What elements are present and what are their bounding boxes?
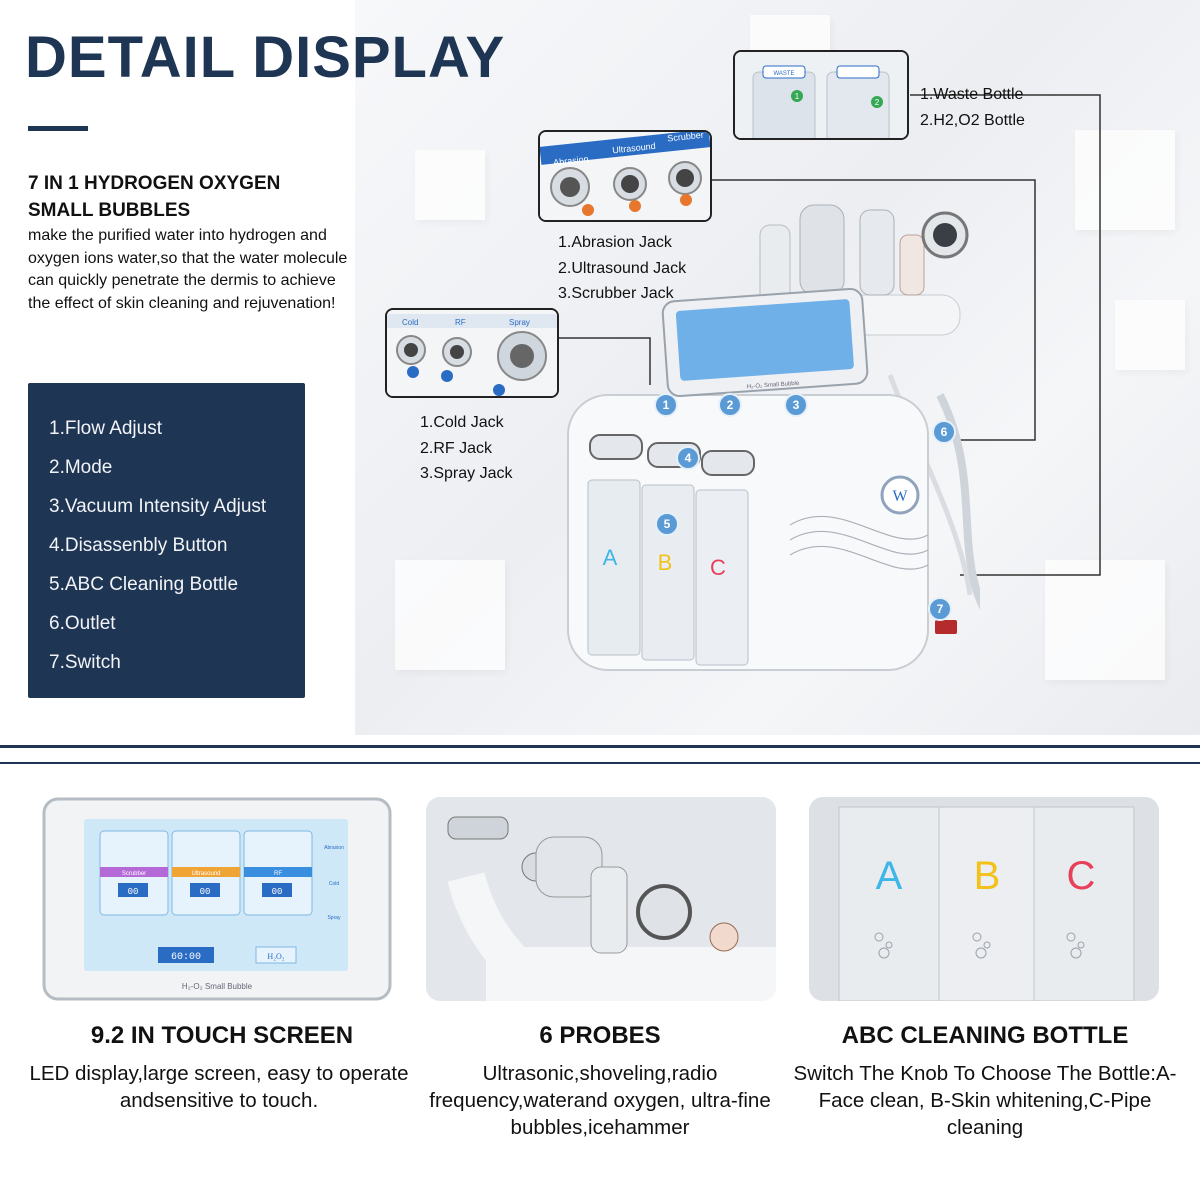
screen-mode-rf: RF [274,871,282,877]
legend-item: 1.Flow Adjust [49,418,162,439]
feature-title-touch-screen: 9.2 IN TOUCH SCREEN [90,1022,354,1049]
label-h2o2-bottle: 2.H2,O2 Bottle [920,111,1025,129]
bg-tile [415,150,485,220]
screen-mode-scrubber: Scrubber [122,871,146,877]
label-waste-bottle: 1.Waste Bottle [920,86,1024,103]
section-divider-top [0,745,1200,748]
subtitle-line-1: 7 IN 1 HYDROGEN OXYGEN [28,173,281,194]
badge-flow-adjust: 1 [654,393,678,417]
legend-item: 2.Mode [49,457,113,478]
label-rf-jack: 2.RF Jack [420,439,493,457]
panel-label-spray: Spray [509,318,530,327]
bottle-letter-a: A [876,854,903,898]
label-spray-jack: 3.Spray Jack [420,465,513,482]
screen-caption: H₂-O₂ Small Bubble [182,982,253,991]
screen-counter: 00 [128,887,139,897]
parts-legend-list: 1.Flow Adjust 2.Mode 3.Vacuum Intensity … [28,383,305,682]
feature-title-probes: 6 PROBES [539,1022,661,1049]
badge-abc-bottle: 5 [655,512,679,536]
badge-vacuum: 3 [784,393,808,417]
connector-line-bottles [910,94,1101,576]
callout-top-jacks: Abrasion Ultrasound Scrubber [538,130,712,222]
badge-disassembly: 4 [676,446,700,470]
subtitle-line-2: SMALL BUBBLES [28,200,191,221]
screen-side-spray: Spray [327,915,341,921]
device-bottle-letter-b: B [658,550,673,575]
left-jacks-closeup: Cold RF Spray [387,310,557,396]
screen-side-abrasion: Abrasion [324,845,344,851]
device-bottle-letter-c: C [710,555,726,580]
product-subtitle: 7 IN 1 HYDROGEN OXYGEN SMALL BUBBLES [28,170,348,224]
label-cold-jack: 1.Cold Jack [420,414,504,431]
badge-outlet: 6 [932,420,956,444]
bg-tile [395,560,505,670]
bottle-letter-b: B [974,854,1001,898]
screen-counter: 00 [200,887,211,897]
device-bottle-letter-a: A [603,545,618,570]
device-screen-caption: H₂-O₂ Small Bubble [747,381,801,391]
screen-timer: 60:00 [171,952,201,963]
badge-mode: 2 [718,393,742,417]
bg-tile [1115,300,1185,370]
label-ultrasound-jack: 2.Ultrasound Jack [558,259,687,277]
screen-counter: 00 [272,887,283,897]
callout-connectors [555,94,1101,576]
feature-image-abc-bottles: A B C [809,797,1159,1001]
legend-item: 5.ABC Cleaning Bottle [49,574,239,595]
feature-desc-probes: Ultrasonic,shoveling,radio frequency,wat… [429,1062,771,1139]
legend-item: 3.Vacuum Intensity Adjust [49,496,267,517]
bg-tile [1045,560,1165,680]
screen-mode-ultrasound: Ultrasound [191,871,220,877]
feature-image-touch-screen: Scrubber Ultrasound RF 00 00 00 Abrasion… [42,797,392,1001]
svg-text:1: 1 [795,92,800,101]
device-illustration: W H₂-O₂ Small Bubble A B C [567,204,980,671]
bottle-letter-c: C [1067,854,1096,898]
device-screen: H₂-O₂ Small Bubble [661,287,869,398]
legend-item: 7.Switch [49,652,121,673]
brand-mark: W [892,488,908,505]
feature-desc-abc-bottle: Switch The Knob To Choose The Bottle:A-F… [793,1062,1177,1139]
panel-label-rf: RF [455,318,466,327]
bg-tile [1075,130,1175,230]
callout-bottles-labels: 1.Waste Bottle 2.H2,O2 Bottle [920,82,1025,133]
bottle-tag-label: WASTE [773,71,794,77]
legend-item: 4.Disassenbly Button [49,535,228,556]
panel-label-ultrasound: Ultrasound [612,141,656,155]
screen-gas: H₂O₂ [267,952,284,961]
bottles-closeup: WASTE 1 2 [735,52,907,138]
connector-line-left-jacks [555,337,651,385]
title-underline [28,126,88,131]
legend-item: 6.Outlet [49,613,116,634]
svg-text:2: 2 [875,98,880,107]
panel-label-abrasion: Abrasion [553,154,589,168]
panel-label-cold: Cold [402,318,418,327]
product-description: make the purified water into hydrogen an… [28,227,348,312]
connector-line-top-jacks [710,179,1036,441]
badge-switch: 7 [928,597,952,621]
label-scrubber-jack: 3.Scrubber Jack [558,285,674,302]
screen-side-cold: Cold [329,881,340,887]
feature-image-probes [426,797,776,1001]
callout-bottles: WASTE 1 2 [733,50,909,140]
callout-top-jacks-labels: 1.Abrasion Jack 2.Ultrasound Jack 3.Scru… [558,230,686,307]
parts-legend: 1.Flow Adjust 2.Mode 3.Vacuum Intensity … [28,383,305,698]
top-jacks-closeup: Abrasion Ultrasound Scrubber [540,132,710,220]
callout-left-jacks-labels: 1.Cold Jack 2.RF Jack 3.Spray Jack [420,410,512,487]
section-divider-bottom [0,762,1200,764]
page-title: DETAIL DISPLAY [25,25,506,90]
callout-left-jacks: Cold RF Spray [385,308,559,398]
feature-title-abc-bottle: ABC CLEANING BOTTLE [841,1022,1129,1049]
label-abrasion-jack: 1.Abrasion Jack [558,234,672,251]
panel-label-scrubber: Scrubber [667,132,704,143]
feature-desc-touch-screen: LED display,large screen, easy to operat… [29,1062,409,1112]
